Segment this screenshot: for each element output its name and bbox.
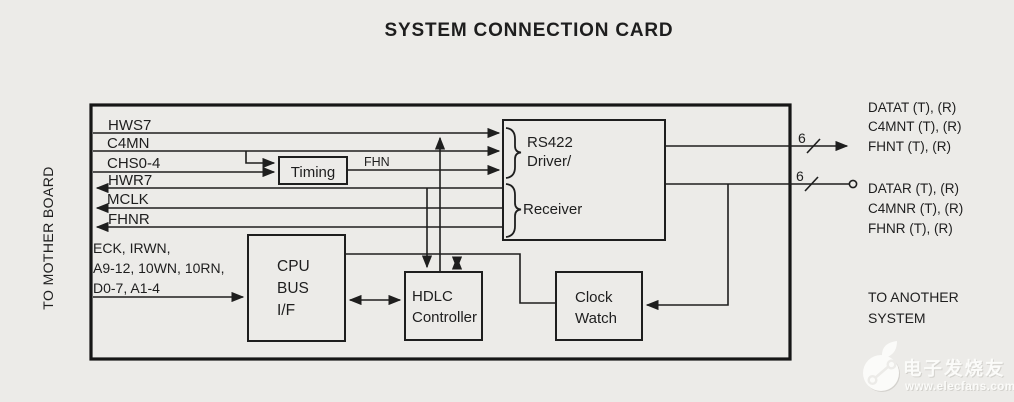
elecfans-logo-icon (863, 341, 900, 392)
rs422-label-line2: Driver/ (527, 153, 572, 170)
rx-port-label-fhnr: FHNR (T), (R) (868, 221, 953, 236)
hdlc-label-line1: HDLC (412, 288, 453, 305)
rs422-label-line1: RS422 (527, 134, 573, 151)
cpu-bus-signals-line1: ECK, IRWN, (93, 240, 171, 256)
to-mother-board-label: TO MOTHER BOARD (40, 166, 56, 309)
watermark-brand-shadow: 电子发烧友 (904, 359, 1007, 380)
watermark-brand: 电子发烧友 (903, 358, 1006, 379)
line-cpu-to-clock-watch (345, 253, 555, 304)
cpu-bus-signals-line3: D0-7, A1-4 (93, 280, 160, 296)
tx-port-label-fhnt: FHNT (T), (R) (868, 139, 951, 154)
watermark-site: www.elecfans.com (904, 381, 1014, 393)
rx-bus-slash (804, 176, 819, 192)
card-boundary-box (89, 103, 792, 361)
tx-port-label-c4mnt: C4MNT (T), (R) (868, 119, 962, 134)
timing-label: Timing (291, 164, 335, 181)
tx-bus-slash (806, 138, 821, 154)
driver-brace (505, 127, 522, 179)
rx-bus-width-label: 6 (796, 168, 804, 184)
rx-port-label-c4mnr: C4MNR (T), (R) (868, 201, 963, 216)
tx-port-label-datat: DATAT (T), (R) (868, 100, 956, 115)
page-title: SYSTEM CONNECTION CARD (385, 20, 674, 41)
line-rx-branch-to-clock-watch (645, 184, 729, 311)
clock-label-line2: Watch (575, 310, 617, 327)
signal-hwr7-label: HWR7 (108, 172, 152, 189)
hdlc-controller-box (404, 271, 483, 341)
signal-c4mn-label: C4MN (107, 135, 150, 152)
to-another-system-label-line1: TO ANOTHER (868, 289, 959, 305)
line-c4mn-branch-to-timing (245, 151, 276, 169)
rx-port-label-datar: DATAR (T), (R) (868, 181, 959, 196)
tx-bus-width-label: 6 (798, 130, 806, 146)
cpu-label-line3: I/F (277, 302, 295, 319)
signal-fhnr-label: FHNR (108, 211, 150, 228)
receiver-brace (505, 183, 522, 238)
fhn-net-label: FHN (364, 155, 390, 169)
signal-chs0-4-label: CHS0-4 (107, 155, 160, 172)
cpu-label-line1: CPU (277, 258, 310, 275)
to-another-system-label-line2: SYSTEM (868, 310, 926, 326)
rs422-label-line3: Receiver (523, 201, 582, 218)
leaf-icon (881, 341, 897, 358)
cpu-bus-signals-line2: A9-12, 10WN, 10RN, (93, 260, 225, 276)
clock-label-line1: Clock (575, 289, 613, 306)
rx-terminal-circle (848, 179, 858, 189)
signal-hws7-label: HWS7 (108, 117, 151, 134)
cpu-bus-if-box (247, 234, 346, 342)
clock-watch-box (555, 271, 643, 341)
rs422-box (502, 119, 666, 241)
signal-mclk-label: MCLK (107, 191, 149, 208)
watermark: 电子发烧友 电子发烧友 www.elecfans.com www.elecfan… (863, 341, 1014, 394)
watermark-site-shadow: www.elecfans.com (905, 382, 1014, 394)
hdlc-label-line2: Controller (412, 309, 477, 326)
cpu-label-line2: BUS (277, 280, 309, 297)
